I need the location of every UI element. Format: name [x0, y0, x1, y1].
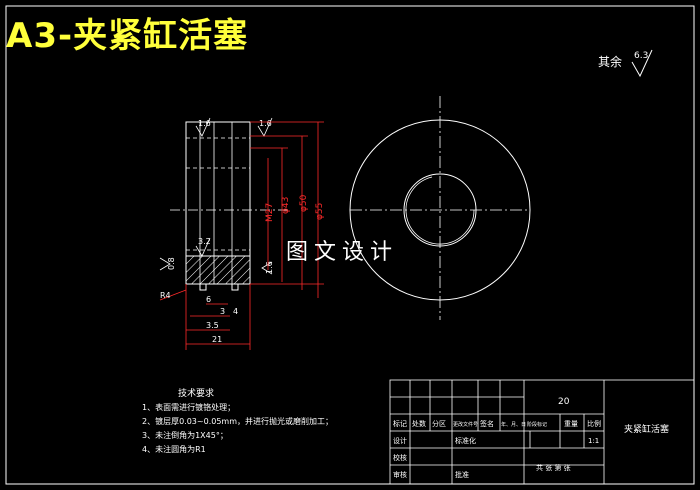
tb-scale: 1:1	[588, 437, 599, 445]
tb-header-file: 更改文件号	[453, 421, 478, 428]
requirement-4: 4、未注圆角为R1	[142, 444, 206, 454]
roughness-right: 1.6	[265, 261, 274, 274]
tb-header-date: 年、月、日	[501, 421, 526, 428]
tb-row-review: 审核	[393, 470, 407, 479]
watermark-text: 图文设计	[286, 240, 399, 265]
tb-sheet-info: 共 张 第 张	[536, 463, 571, 472]
tb-quantity: 20	[558, 397, 570, 407]
dim-d43: φ43	[281, 197, 291, 214]
requirement-2: 2、镀层厚0.03~0.05mm，并进行抛光或磨削加工；	[142, 416, 333, 426]
tb-row-design: 设计	[393, 436, 407, 445]
title-block	[389, 379, 695, 485]
drawing-title: A3-夹紧缸活塞	[6, 16, 249, 56]
requirement-1: 1、表面需进行镀铬处理；	[142, 402, 235, 412]
end-view	[349, 96, 531, 320]
tb-header-sign: 签名	[480, 419, 494, 428]
roughness-top-right: 1.6	[259, 119, 272, 128]
roughness-symbol-general: 其余 6.3	[598, 49, 653, 78]
tb-weight: 重量	[564, 420, 578, 428]
tb-approve: 批准	[455, 470, 469, 479]
dim-m27: M27	[265, 203, 275, 222]
roughness-general-value: 6.3	[634, 51, 648, 61]
tb-header-count: 处数	[412, 419, 426, 428]
roughness-mid: 3.2	[198, 237, 211, 246]
requirements-heading: 技术要求	[178, 387, 214, 399]
title-block-text: 20 夹紧缸活塞 标记 处数 分区 更改文件号 签名 年、月、日 设计 标准化 …	[393, 397, 669, 479]
dim-d50: φ50	[299, 194, 309, 212]
tb-header-zone: 分区	[432, 419, 446, 428]
tb-part-name: 夹紧缸活塞	[624, 423, 669, 435]
tb-stage: 阶段标记	[527, 421, 547, 428]
dim-width-4: 4	[233, 307, 238, 316]
section-view: 1.6 1.6 3.2 0.8 1.6 M27 φ43 φ50 φ55	[159, 117, 325, 350]
roughness-general-label: 其余	[598, 54, 622, 69]
drawing-border	[5, 5, 695, 485]
dim-width-6: 6	[206, 295, 211, 304]
dim-d55: φ55	[315, 203, 325, 220]
roughness-left: 0.8	[167, 257, 176, 270]
technical-requirements: 技术要求 1、表面需进行镀铬处理； 2、镀层厚0.03~0.05mm，并进行抛光…	[142, 387, 333, 454]
roughness-top-left: 1.6	[198, 119, 211, 128]
tb-row-mark: 标记	[393, 419, 407, 428]
tb-row-check: 校核	[393, 453, 407, 462]
requirement-3: 3、未注倒角为1X45°；	[142, 430, 228, 440]
dim-width-3-5: 3.5	[206, 321, 219, 330]
dim-chamfer: R4	[160, 291, 171, 300]
tb-std: 标准化	[455, 436, 476, 445]
dim-width-21: 21	[212, 335, 222, 344]
dim-width-3: 3	[220, 307, 225, 316]
tb-ratio: 比例	[587, 419, 601, 428]
